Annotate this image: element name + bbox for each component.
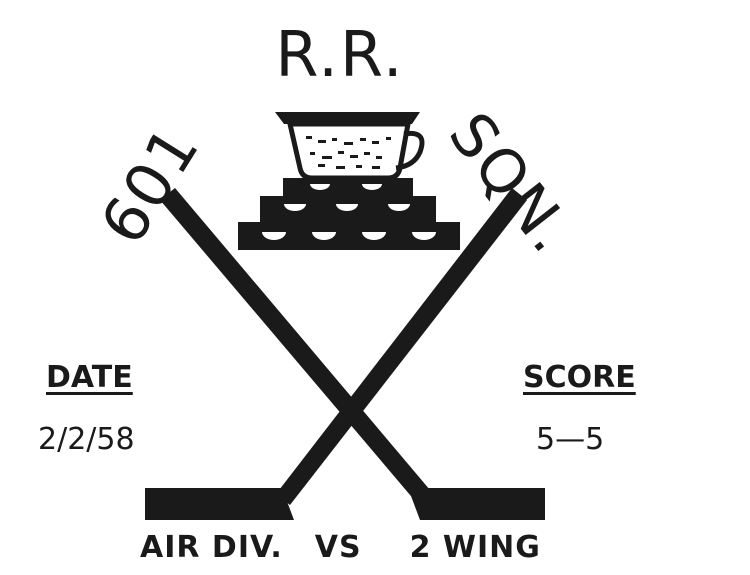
versus-label: VS [314,530,362,565]
date-heading: DATE [46,360,133,395]
hockey-stick-icon [160,188,545,520]
emblem-title: R.R. [275,18,405,91]
puck-icon [262,184,436,240]
trophy-cup-icon [238,112,460,250]
date-value: 2/2/58 [38,422,135,457]
score-value: 5—5 [536,422,605,457]
home-team: AIR DIV. [140,530,283,565]
matchup-line: AIR DIV. VS 2 WING [140,530,541,565]
score-heading: SCORE [523,360,636,395]
hockey-stick-icon [145,188,527,520]
away-team: 2 WING [409,530,541,565]
